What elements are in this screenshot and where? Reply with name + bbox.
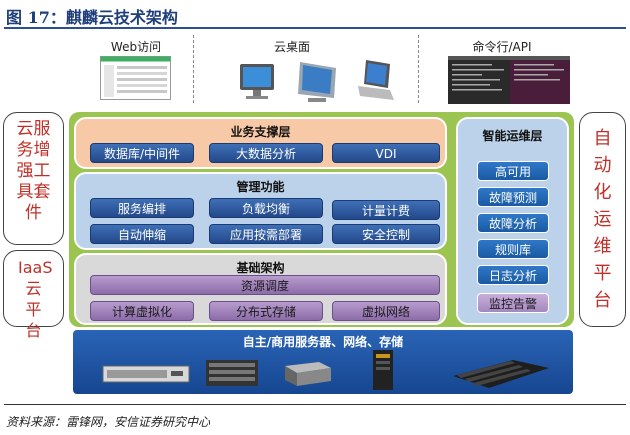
terminal-icon [448, 56, 570, 104]
management-layer-title: 管理功能 [236, 180, 285, 194]
access-separator [193, 35, 194, 103]
distributed-storage-box: 分布式存储 [209, 301, 323, 321]
load-balancing-box: 负载均衡 [209, 198, 323, 218]
service-orchestration-box: 服务编排 [90, 198, 194, 218]
iaas-platform-label: IaaS云平台 [3, 250, 64, 340]
intelligent-ops-layer: 智能运维层 高可用 故障预测 故障分析 规则库 日志分析 监控告警 [456, 117, 569, 325]
business-support-layer: 业务支撑层 数据库/中间件 大数据分析 VDI [74, 117, 447, 169]
figure-source: 资料来源：雷锋网，安信证券研究中心 [6, 415, 211, 429]
title-divider [4, 27, 626, 29]
automated-ops-platform-label: 自动化运维平台 [579, 112, 626, 327]
rule-base-box: 规则库 [477, 239, 549, 259]
infrastructure-layer-title: 基础架构 [236, 261, 285, 275]
infrastructure-layer: 基础架构 资源调度 计算虚拟化 分布式存储 虚拟网络 [74, 253, 447, 325]
desktop-monitor-icon [240, 64, 274, 99]
access-label-web: Web访问 [110, 40, 162, 54]
auto-scaling-box: 自动伸缩 [90, 224, 194, 244]
fault-analysis-box: 故障分析 [477, 213, 549, 233]
rack-server-icon [102, 365, 190, 383]
tower-server-icon [373, 350, 393, 390]
enhancement-toolkit-label: 云服务增强工具套件 [3, 112, 64, 245]
on-demand-deployment-box: 应用按需部署 [209, 224, 323, 244]
hardware-layer: 自主/商用服务器、网络、存储 [73, 330, 573, 394]
compute-virtualization-box: 计算虚拟化 [90, 301, 194, 321]
metering-billing-box: 计量计费 [332, 200, 440, 220]
server-box-icon [285, 362, 331, 386]
figure-title: 图 17：麒麟云技术架构 [6, 8, 178, 27]
desktop-crt-monitor-icon [298, 62, 336, 102]
access-label-cli: 命令行/API [472, 40, 532, 54]
monitoring-alert-box: 监控告警 [477, 293, 549, 313]
web-console-icon [100, 56, 171, 100]
security-control-box: 安全控制 [332, 224, 440, 244]
fault-prediction-box: 故障预测 [477, 187, 549, 207]
database-middleware-box: 数据库/中间件 [90, 143, 194, 163]
laptop-icon [358, 60, 394, 100]
storage-server-icon [206, 360, 258, 386]
access-separator [418, 35, 419, 103]
virtual-network-box: 虚拟网络 [332, 301, 440, 321]
resource-scheduling-box: 资源调度 [90, 275, 440, 295]
hardware-images [102, 350, 549, 390]
business-layer-title: 业务支撑层 [230, 125, 291, 139]
big-data-analysis-box: 大数据分析 [209, 143, 323, 163]
management-layer: 管理功能 服务编排 负载均衡 计量计费 自动伸缩 应用按需部署 安全控制 [74, 172, 447, 250]
source-divider [4, 404, 626, 405]
access-label-desktop: 云桌面 [273, 40, 310, 54]
high-availability-box: 高可用 [477, 161, 549, 181]
vdi-box: VDI [332, 143, 440, 163]
desktop-devices-icon [240, 60, 394, 102]
ops-layer-title: 智能运维层 [482, 129, 543, 143]
hardware-layer-title: 自主/商用服务器、网络、存储 [242, 335, 404, 349]
server-cluster-icon [453, 360, 549, 388]
log-analysis-box: 日志分析 [477, 265, 549, 285]
